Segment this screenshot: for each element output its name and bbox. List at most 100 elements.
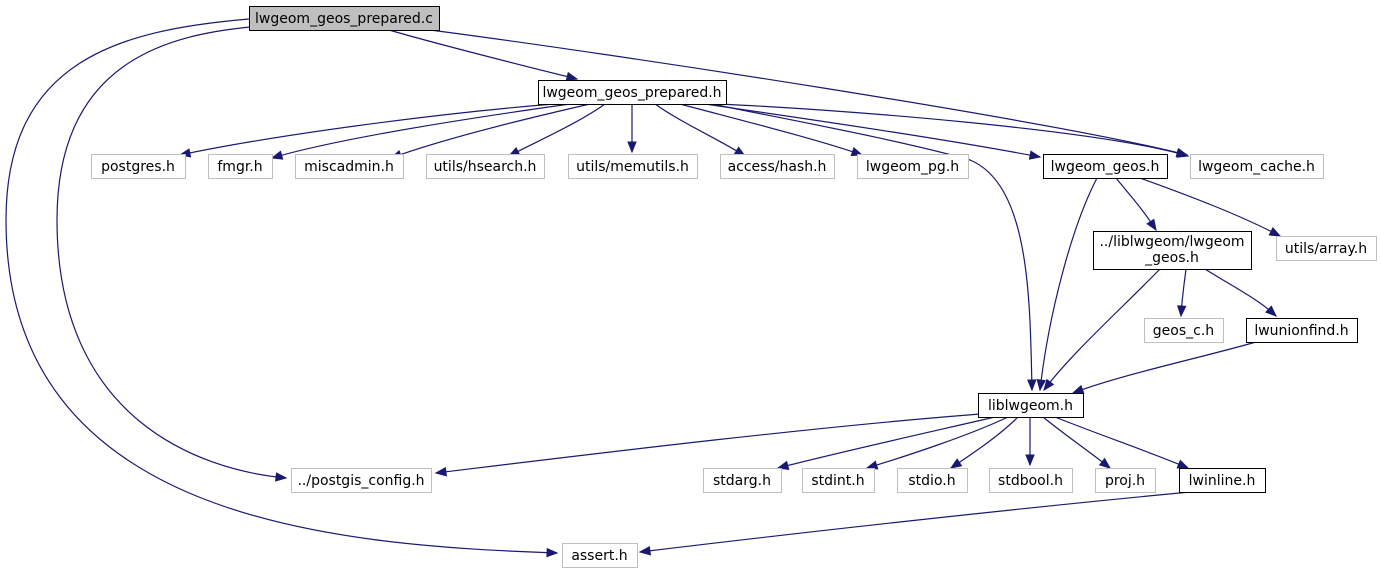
node-stdarg: stdarg.h bbox=[703, 468, 782, 493]
arrowhead-icon bbox=[1027, 379, 1037, 392]
edge-line bbox=[1042, 416, 1111, 469]
arrowhead-icon bbox=[949, 458, 963, 469]
node-box bbox=[208, 154, 273, 179]
node-label: lwgeom_geos_prepared.h bbox=[542, 85, 721, 101]
edge-line bbox=[390, 103, 591, 159]
edge-root-to-assert bbox=[5, 18, 559, 558]
node-pg: lwgeom_pg.h bbox=[857, 154, 969, 179]
node-label: geos_c.h bbox=[1153, 323, 1214, 339]
node-box bbox=[703, 468, 782, 493]
node-label: utils/hsearch.h bbox=[434, 159, 537, 175]
node-label: lwgeom_geos.h bbox=[1051, 159, 1160, 175]
node-libgeos[interactable]: ../liblwgeom/lwgeom_geos.h bbox=[1093, 231, 1252, 270]
edge-liblwgeom-to-stdbool bbox=[1025, 417, 1035, 467]
node-box bbox=[1190, 154, 1324, 179]
edge-libgeos-to-liblwgeom bbox=[1043, 268, 1161, 392]
edge-lwinline-to-assert bbox=[638, 491, 1191, 556]
edge-line bbox=[1054, 416, 1189, 469]
edge-line bbox=[508, 103, 606, 157]
arrowhead-icon bbox=[546, 547, 559, 558]
node-box bbox=[562, 543, 638, 568]
node-box bbox=[538, 80, 727, 105]
node-box bbox=[1093, 231, 1252, 270]
node-label: ../postgis_config.h bbox=[297, 473, 424, 489]
node-label: ../liblwgeom/lwgeom_geos.h bbox=[1099, 234, 1244, 266]
edge-line bbox=[1072, 341, 1257, 394]
edge-geos-to-array bbox=[1139, 177, 1282, 237]
node-box bbox=[720, 154, 835, 179]
edge-line bbox=[388, 29, 578, 80]
node-box bbox=[1043, 154, 1168, 179]
arrowhead-icon bbox=[865, 460, 879, 470]
edge-line bbox=[435, 413, 981, 474]
edge-line bbox=[179, 103, 555, 156]
edge-line bbox=[717, 103, 1189, 157]
edge-prep_h-to-postgres bbox=[178, 103, 555, 158]
arrowhead-icon bbox=[1176, 459, 1190, 469]
node-box bbox=[568, 154, 698, 179]
node-label: utils/array.h bbox=[1285, 241, 1367, 257]
arrowhead-icon bbox=[627, 141, 637, 154]
node-label: lwgeom_pg.h bbox=[866, 159, 959, 175]
edge-prep_h-to-liblwgeom bbox=[711, 103, 1037, 392]
node-unionfind[interactable]: lwunionfind.h bbox=[1246, 318, 1358, 343]
node-box bbox=[978, 393, 1084, 418]
edge-prep_h-to-geos bbox=[704, 103, 1042, 160]
node-label: miscadmin.h bbox=[304, 159, 394, 175]
node-box bbox=[989, 468, 1073, 493]
edge-prep_h-to-miscadmin bbox=[389, 103, 591, 159]
node-label: stdio.h bbox=[908, 473, 955, 489]
edge-prep_h-to-pg bbox=[679, 103, 864, 157]
node-label: assert.h bbox=[571, 548, 627, 564]
arrowhead-icon bbox=[1071, 384, 1085, 394]
arrowhead-icon bbox=[850, 147, 864, 157]
edge-unionfind-to-liblwgeom bbox=[1071, 341, 1257, 394]
arrowhead-icon bbox=[270, 150, 284, 160]
edge-line bbox=[704, 103, 1041, 158]
node-box bbox=[1095, 468, 1156, 493]
node-miscadmin: miscadmin.h bbox=[295, 154, 404, 179]
node-liblwgeom[interactable]: liblwgeom.h bbox=[978, 393, 1084, 418]
node-root[interactable]: lwgeom_geos_prepared.c bbox=[249, 6, 440, 31]
edge-line bbox=[429, 29, 1188, 156]
edge-prep_h-to-memutils bbox=[627, 104, 637, 154]
node-label: utils/memutils.h bbox=[576, 159, 689, 175]
node-box bbox=[249, 6, 440, 31]
arrowhead-icon bbox=[638, 546, 651, 556]
edge-line bbox=[271, 103, 571, 159]
node-label: stdint.h bbox=[811, 473, 864, 489]
edges-layer bbox=[5, 18, 1282, 558]
node-hsearch: utils/hsearch.h bbox=[426, 154, 545, 179]
edge-line bbox=[1043, 268, 1161, 391]
node-label: lwunionfind.h bbox=[1254, 323, 1348, 339]
node-box bbox=[1144, 318, 1224, 343]
node-prep-h[interactable]: lwgeom_geos_prepared.h bbox=[538, 80, 727, 105]
node-label: lwinline.h bbox=[1189, 473, 1256, 489]
node-box bbox=[857, 154, 969, 179]
node-label: postgres.h bbox=[101, 159, 175, 175]
edge-line bbox=[679, 103, 863, 156]
node-box bbox=[802, 468, 875, 493]
edge-root-to-prep_h bbox=[388, 29, 579, 82]
node-label: fmgr.h bbox=[217, 159, 262, 175]
edge-line bbox=[1204, 268, 1277, 317]
edge-liblwgeom-to-config bbox=[434, 413, 981, 477]
node-label: access/hash.h bbox=[728, 159, 827, 175]
node-geosc: geos_c.h bbox=[1144, 318, 1224, 343]
node-lwinline[interactable]: lwinline.h bbox=[1179, 468, 1266, 493]
node-array: utils/array.h bbox=[1276, 236, 1377, 261]
arrowhead-icon bbox=[1268, 227, 1282, 237]
node-proj: proj.h bbox=[1095, 468, 1156, 493]
node-label: stdarg.h bbox=[713, 473, 771, 489]
node-postgres: postgres.h bbox=[91, 154, 186, 179]
edge-line bbox=[1139, 177, 1281, 237]
node-stdint: stdint.h bbox=[802, 468, 875, 493]
arrowhead-icon bbox=[1028, 150, 1042, 160]
arrowhead-icon bbox=[434, 467, 447, 477]
edge-line bbox=[1039, 177, 1098, 391]
node-label: liblwgeom.h bbox=[988, 398, 1073, 414]
edge-line bbox=[866, 416, 1009, 469]
node-geos[interactable]: lwgeom_geos.h bbox=[1043, 154, 1168, 179]
edge-geos-to-liblwgeom bbox=[1036, 177, 1098, 392]
node-box bbox=[897, 468, 968, 493]
